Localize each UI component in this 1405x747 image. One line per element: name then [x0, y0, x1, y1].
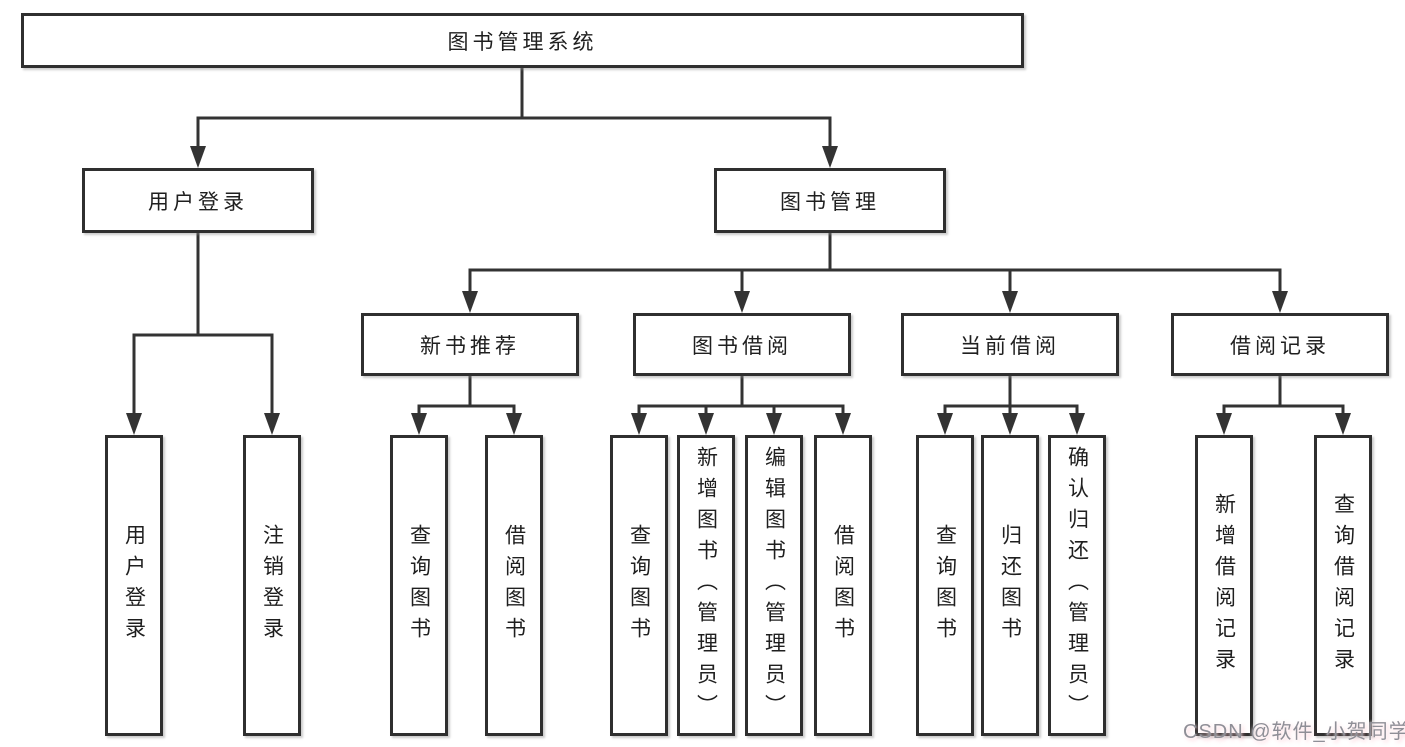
node-current-borrow-label: 当前借阅	[960, 334, 1060, 358]
leaf-recommend-borrow-book-label: 借阅图书	[502, 523, 526, 648]
node-book-borrow: 图书借阅	[633, 313, 851, 376]
leaf-confirm-return-admin-label: 确认归还（管理员）	[1065, 446, 1089, 725]
leaf-add-borrow-record-label: 新增借阅记录	[1212, 492, 1236, 679]
leaf-logout: 注销登录	[243, 435, 301, 736]
leaf-add-book-admin: 新增图书（管理员）	[677, 435, 735, 736]
leaf-edit-book-admin: 编辑图书（管理员）	[745, 435, 803, 736]
node-user-login-label: 用户登录	[148, 190, 248, 214]
leaf-borrow-query-book-label: 查询图书	[627, 523, 651, 648]
leaf-recommend-query-book: 查询图书	[390, 435, 448, 736]
node-book-management: 图书管理	[714, 168, 946, 233]
leaf-user-login: 用户登录	[105, 435, 163, 736]
leaf-borrow-book-label: 借阅图书	[831, 523, 855, 648]
leaf-user-login-label: 用户登录	[122, 523, 146, 648]
leaf-recommend-query-book-label: 查询图书	[407, 523, 431, 648]
node-user-login: 用户登录	[82, 168, 314, 233]
leaf-borrow-book: 借阅图书	[814, 435, 872, 736]
leaf-return-book: 归还图书	[981, 435, 1039, 736]
leaf-query-borrow-record: 查询借阅记录	[1314, 435, 1372, 736]
leaf-borrow-query-book: 查询图书	[610, 435, 668, 736]
leaf-recommend-borrow-book: 借阅图书	[485, 435, 543, 736]
csdn-watermark: CSDN @软件_小贺同学	[1183, 721, 1405, 743]
leaf-current-query-book: 查询图书	[916, 435, 974, 736]
leaf-logout-label: 注销登录	[260, 523, 284, 648]
leaf-add-book-admin-label: 新增图书（管理员）	[694, 446, 718, 725]
leaf-return-book-label: 归还图书	[998, 523, 1022, 648]
leaf-add-borrow-record: 新增借阅记录	[1195, 435, 1253, 736]
leaf-edit-book-admin-label: 编辑图书（管理员）	[762, 446, 786, 725]
node-new-book-recommend-label: 新书推荐	[420, 334, 520, 358]
node-book-borrow-label: 图书借阅	[692, 334, 792, 358]
node-book-management-label: 图书管理	[780, 190, 880, 214]
leaf-query-borrow-record-label: 查询借阅记录	[1331, 492, 1355, 679]
node-current-borrow: 当前借阅	[901, 313, 1119, 376]
node-new-book-recommend: 新书推荐	[361, 313, 579, 376]
node-root-label: 图书管理系统	[447, 30, 598, 54]
node-root: 图书管理系统	[21, 13, 1024, 68]
node-borrow-records: 借阅记录	[1171, 313, 1389, 376]
leaf-confirm-return-admin: 确认归还（管理员）	[1048, 435, 1106, 736]
node-borrow-records-label: 借阅记录	[1230, 334, 1330, 358]
leaf-current-query-book-label: 查询图书	[933, 523, 957, 648]
